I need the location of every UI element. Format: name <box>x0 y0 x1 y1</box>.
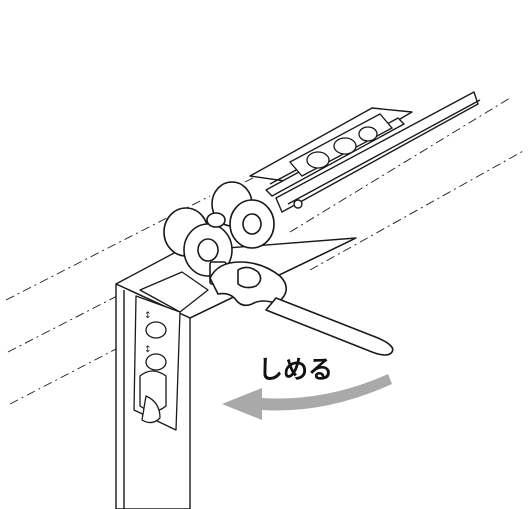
guide-line-5 <box>289 97 511 233</box>
roller-front-left-hub <box>197 238 219 262</box>
carriage-gear-1 <box>306 151 330 169</box>
bracket-adjust-screw-lower <box>145 353 167 371</box>
roller-assembly <box>163 181 275 285</box>
rail-side-face <box>275 91 479 213</box>
arrow-head <box>222 388 262 420</box>
direction-arrow <box>222 374 392 420</box>
bracket-arrow-mark-lower: ↕ <box>144 345 152 355</box>
rail-edge-1 <box>287 99 481 205</box>
bracket-adjust-screw-upper <box>145 321 167 339</box>
roller-front-right-hub <box>242 213 262 235</box>
trolley-carriage <box>288 113 394 177</box>
carriage-gear-2 <box>333 137 357 155</box>
arrow-shaft <box>262 374 392 411</box>
bracket-hook <box>141 395 161 424</box>
bracket-top <box>139 271 209 313</box>
guide-line-6 <box>309 149 526 271</box>
tighten-label: しめる <box>258 355 333 384</box>
wrench-handle <box>265 297 394 356</box>
carriage-gear-3 <box>358 126 378 142</box>
roller-center-nut <box>206 212 226 228</box>
hanger-bracket: ↕ ↕ <box>133 271 209 431</box>
rail-screw-hole <box>293 199 303 209</box>
wrench <box>209 261 394 356</box>
wrench-jaw <box>237 266 262 289</box>
bracket-arrow-mark-upper: ↕ <box>144 311 152 321</box>
guide-line-3 <box>9 347 119 405</box>
